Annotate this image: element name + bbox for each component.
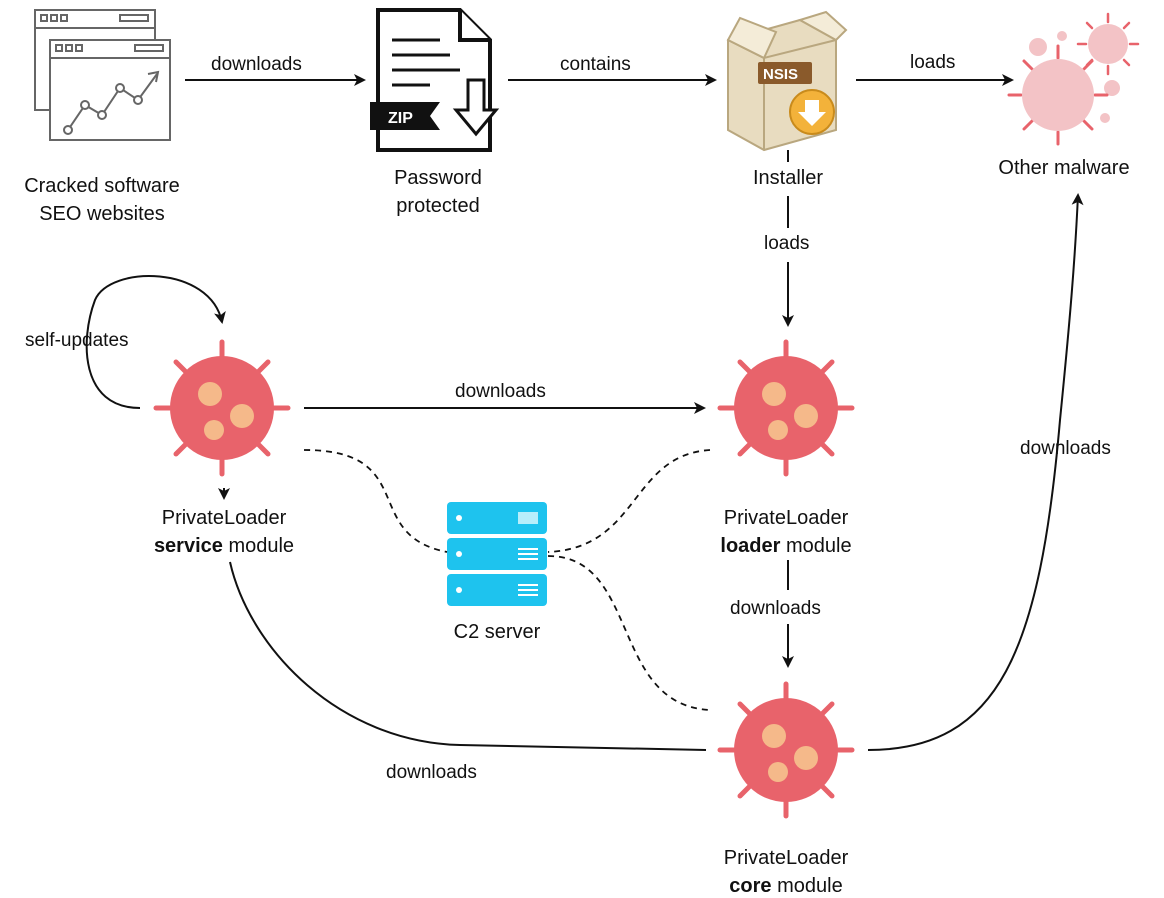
zip-label-line1: Password xyxy=(394,167,482,189)
edge-core-to-service xyxy=(229,561,707,751)
core-malware-icon xyxy=(720,684,852,816)
seo-label-line1: Cracked software xyxy=(24,175,180,197)
edge-label-core-to-other: downloads xyxy=(1020,438,1111,459)
zip-label-line2: protected xyxy=(396,195,479,217)
edge-label-self-updates: self-updates xyxy=(25,330,129,351)
c2-link-loader xyxy=(547,449,711,553)
edge-label-zip-to-installer: contains xyxy=(560,54,631,75)
loader-label-bold: loader xyxy=(720,535,780,557)
edge-label-installer-to-other: loads xyxy=(910,52,955,73)
loader-label-line1: PrivateLoader xyxy=(724,507,849,529)
edge-service-self-update xyxy=(85,275,226,409)
c2-link-service xyxy=(303,449,448,553)
service-label-line1: PrivateLoader xyxy=(162,507,287,529)
installer-label: Installer xyxy=(753,167,823,189)
loader-label-line2: loader module xyxy=(720,535,851,557)
service-malware-icon xyxy=(156,342,288,474)
service-label-rest: module xyxy=(223,535,294,557)
browser-chart-icon xyxy=(34,9,171,141)
service-label-line2: service module xyxy=(154,535,294,557)
seo-label-line2: SEO websites xyxy=(39,203,165,225)
zip-download-icon: ZIP xyxy=(370,8,500,152)
loader-malware-icon xyxy=(720,342,852,474)
edge-label-service-to-loader: downloads xyxy=(455,381,546,402)
edge-core-to-other xyxy=(867,193,1084,751)
c2-link-core xyxy=(547,555,711,711)
edge-label-seo-to-zip: downloads xyxy=(211,54,302,75)
virus-cluster-icon xyxy=(1007,12,1140,146)
edge-label-core-to-service: downloads xyxy=(386,762,477,783)
nsis-badge: NSIS xyxy=(763,66,798,83)
loader-label-rest: module xyxy=(780,535,851,557)
other-malware-label: Other malware xyxy=(998,157,1129,179)
zip-badge: ZIP xyxy=(388,110,413,127)
c2-server-label: C2 server xyxy=(454,621,541,643)
service-label-bold: service xyxy=(154,535,223,557)
nsis-installer-icon: NSIS xyxy=(726,10,848,152)
core-label-line1: PrivateLoader xyxy=(724,847,849,869)
server-icon xyxy=(447,502,547,606)
edge-label-installer-to-loader: loads xyxy=(764,233,809,254)
edge-label-loader-to-core: downloads xyxy=(730,598,821,619)
core-label-bold: core xyxy=(729,875,771,897)
core-label-line2: core module xyxy=(729,875,842,897)
core-label-rest: module xyxy=(772,875,843,897)
